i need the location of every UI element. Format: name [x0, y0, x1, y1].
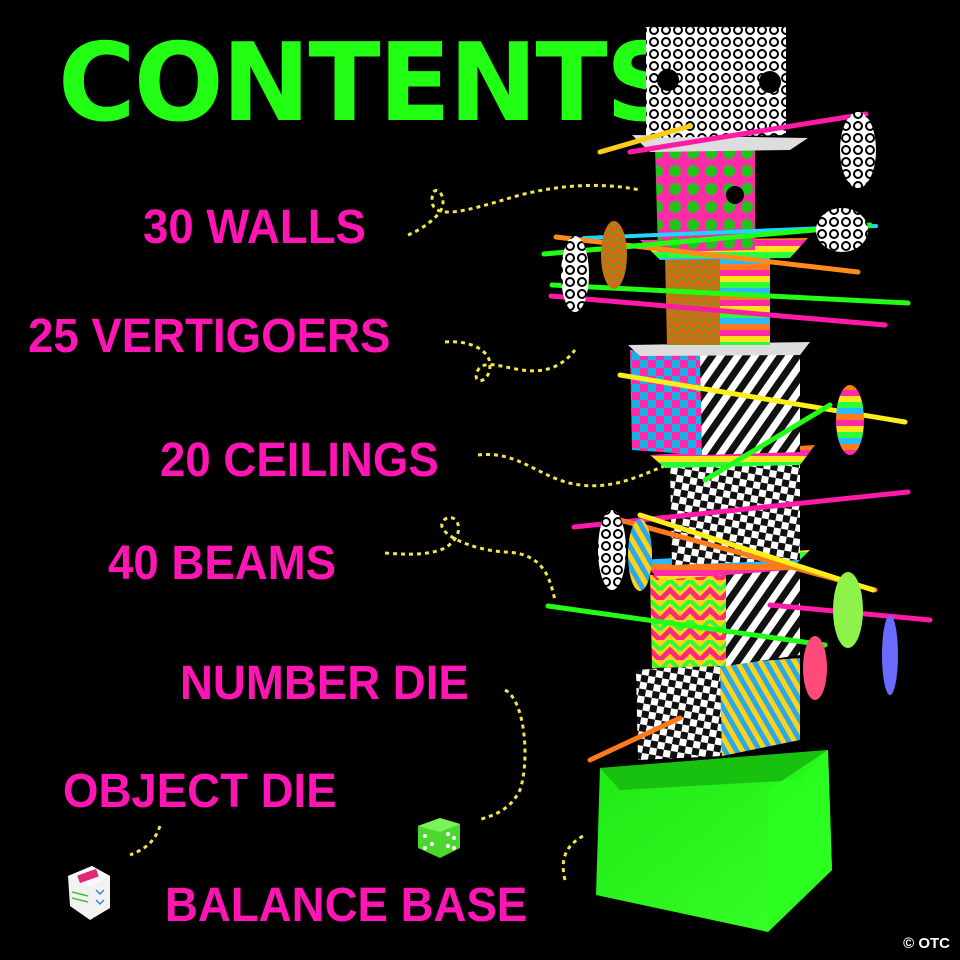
item-balance-base: BALANCE BASE: [165, 879, 528, 932]
white-object-die-icon: [68, 866, 110, 920]
item-vertigoers: 25 VERTIGOERS: [28, 310, 391, 363]
item-ceilings: 20 CEILINGS: [160, 434, 439, 487]
balance-base: [596, 750, 832, 932]
leader-lines: [129, 183, 681, 881]
item-number-die: NUMBER DIE: [180, 657, 469, 710]
item-object-die: OBJECT DIE: [63, 765, 337, 818]
item-beams: 40 BEAMS: [108, 537, 337, 590]
tower-walls: [628, 27, 815, 760]
copyright-notice: © OTC: [903, 935, 950, 952]
vertigoers: [561, 112, 898, 700]
green-die-icon: [418, 818, 460, 858]
page-title: CONTENTS: [58, 21, 682, 146]
item-walls: 30 WALLS: [143, 201, 366, 254]
